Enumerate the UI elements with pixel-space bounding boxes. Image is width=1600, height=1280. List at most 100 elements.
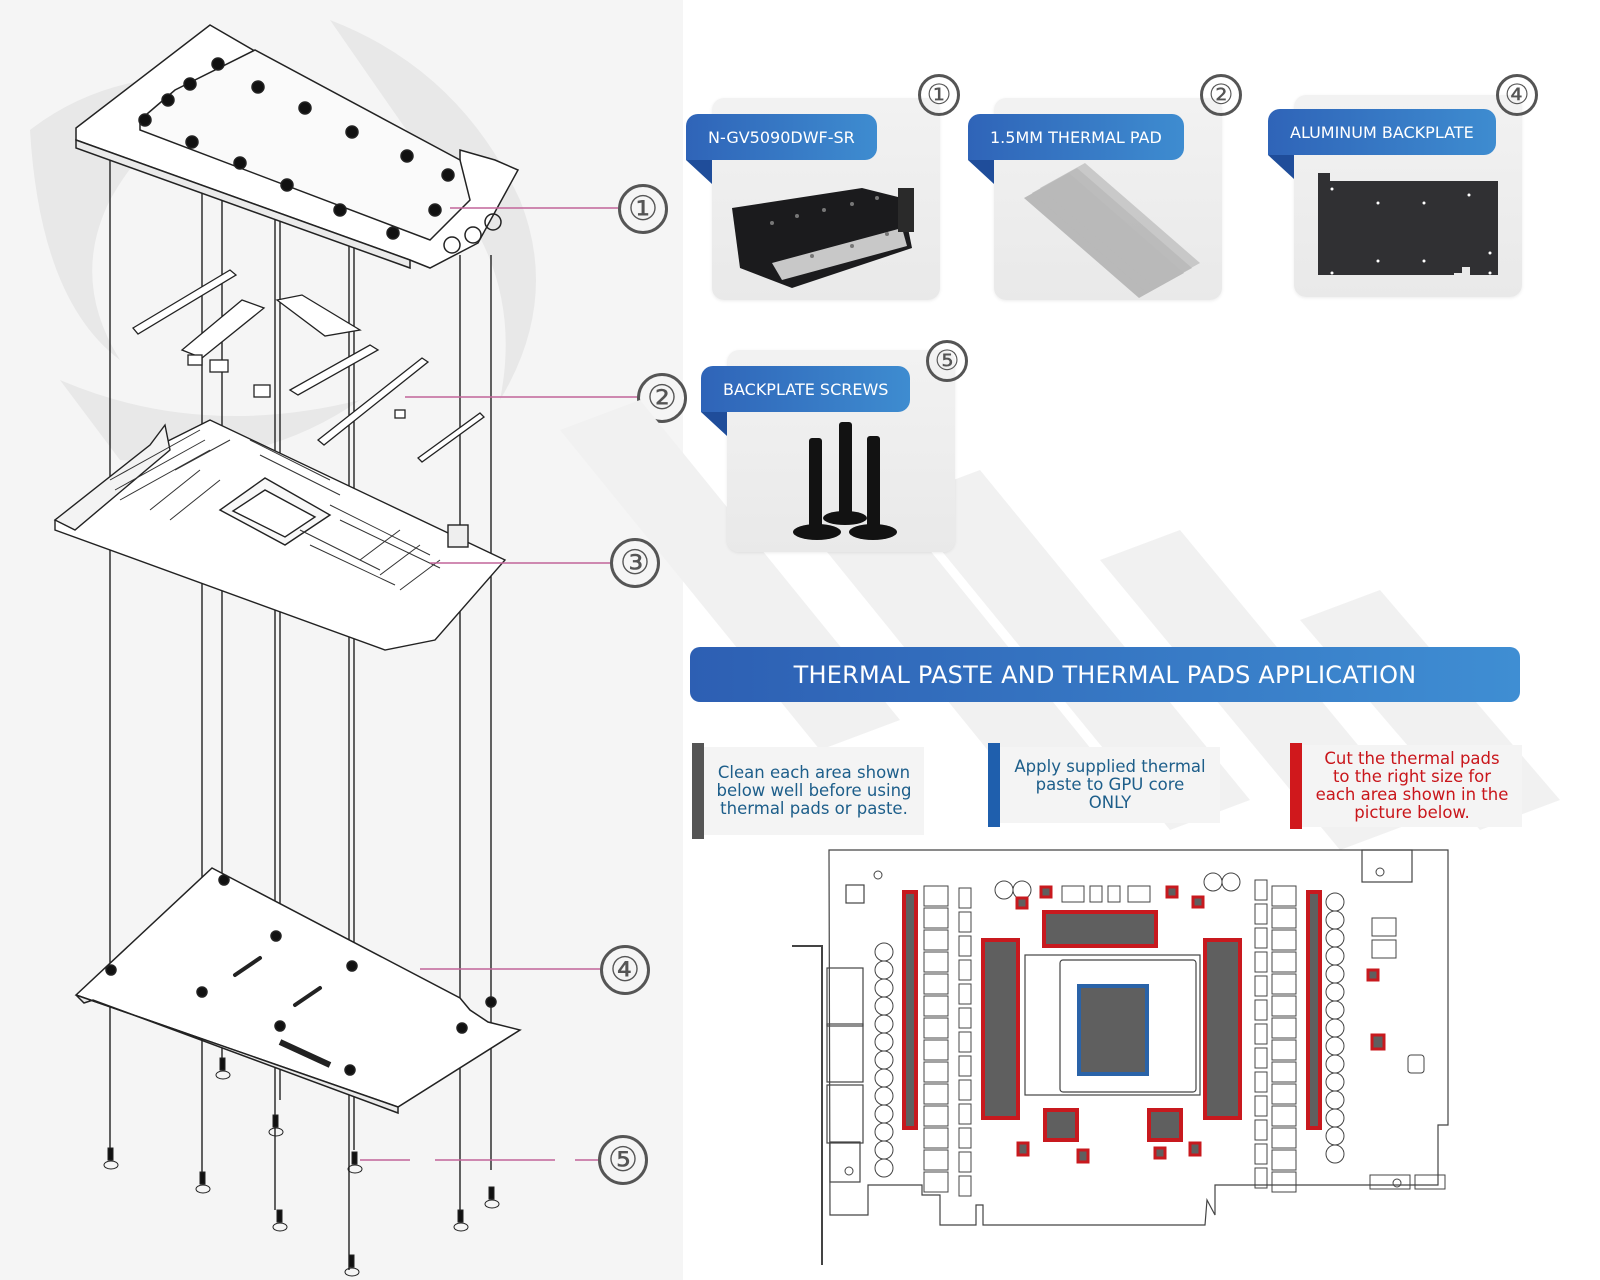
- screw: [347, 1151, 363, 1174]
- component: [1371, 939, 1397, 959]
- mosfet: [958, 959, 972, 981]
- legend-color-bar-blue: [988, 743, 1000, 827]
- component: [1371, 917, 1397, 937]
- component: [1407, 1054, 1425, 1074]
- thermal-pad-area: [1203, 938, 1242, 1120]
- gpu-core-paste-area: [1077, 984, 1149, 1076]
- mounting-hole: [873, 870, 883, 880]
- thermal-pads-drawing: [132, 269, 485, 463]
- mosfet: [1254, 1023, 1268, 1045]
- capacitor: [874, 1032, 894, 1052]
- inductor: [923, 973, 949, 995]
- mosfet: [958, 1151, 972, 1173]
- inductor: [1271, 885, 1297, 907]
- label-fold: [686, 160, 712, 184]
- inductor: [923, 1083, 949, 1105]
- inductor: [923, 1017, 949, 1039]
- legend-clean: Clean each area shown below well before …: [692, 743, 924, 839]
- legend-paste: Apply supplied thermal paste to GPU core…: [988, 743, 1220, 827]
- small-thermal-pad-area: [1015, 896, 1029, 910]
- mosfet: [1254, 1167, 1268, 1189]
- screw: [272, 1209, 288, 1232]
- capacitor: [1325, 1126, 1345, 1146]
- mosfet: [958, 1127, 972, 1149]
- capacitor: [1325, 1090, 1345, 1110]
- mosfet: [1254, 879, 1268, 901]
- capacitor: [874, 942, 894, 962]
- small-thermal-pad-area: [1016, 1141, 1030, 1157]
- capacitor: [874, 978, 894, 998]
- small-thermal-pad-area: [1366, 968, 1380, 982]
- screw: [195, 1171, 211, 1194]
- capacitor: [1325, 928, 1345, 948]
- part-number-1: ①: [918, 74, 960, 116]
- legend-pads-text: Cut the thermal pads to the right size f…: [1302, 745, 1522, 827]
- thermal-pad-areas: [902, 885, 1386, 1164]
- screw: [268, 1114, 284, 1137]
- capacitor: [1325, 982, 1345, 1002]
- screw: [484, 1186, 500, 1209]
- backplate-drawing: [74, 867, 522, 1115]
- inductor: [923, 995, 949, 1017]
- part-label-screws: BACKPLATE SCREWS: [701, 366, 911, 412]
- inductor: [1271, 1149, 1297, 1171]
- mosfet: [958, 1103, 972, 1125]
- component: [1089, 885, 1103, 903]
- small-thermal-pad-area: [1370, 1033, 1386, 1051]
- mosfet: [1254, 999, 1268, 1021]
- part-number-5: ⑤: [926, 340, 968, 382]
- label-fold: [1268, 155, 1294, 179]
- mosfet: [1254, 903, 1268, 925]
- capacitor: [1325, 946, 1345, 966]
- inductor: [1271, 1171, 1297, 1193]
- label-fold: [701, 412, 727, 436]
- mosfet: [1254, 1143, 1268, 1165]
- capacitor: [1221, 872, 1241, 892]
- legend-pads: Cut the thermal pads to the right size f…: [1290, 743, 1522, 829]
- capacitor: [874, 1086, 894, 1106]
- mosfet: [958, 935, 972, 957]
- capacitor: [874, 1122, 894, 1142]
- inductor: [1271, 1039, 1297, 1061]
- capacitor: [874, 1140, 894, 1160]
- inductor: [1271, 929, 1297, 951]
- inductor: [923, 1105, 949, 1127]
- inductor: [1271, 995, 1297, 1017]
- component: [1107, 885, 1121, 903]
- part-label-water-block: N-GV5090DWF-SR: [686, 114, 877, 160]
- mosfet: [958, 887, 972, 909]
- inductor: [923, 1149, 949, 1171]
- mounting-hole: [1375, 867, 1385, 877]
- mosfet: [958, 983, 972, 1005]
- inductor: [1271, 1105, 1297, 1127]
- screw: [103, 1147, 119, 1170]
- inductor: [923, 1171, 949, 1193]
- screw: [215, 1057, 231, 1080]
- inductor: [923, 1127, 949, 1149]
- thermal-pad-area: [1042, 910, 1158, 948]
- capacitor: [874, 996, 894, 1016]
- pcb-components: [844, 867, 1446, 1197]
- mosfet: [958, 1079, 972, 1101]
- thermal-pad-area: [1147, 1108, 1183, 1142]
- inductor: [923, 907, 949, 929]
- capacitor: [1325, 1144, 1345, 1164]
- small-thermal-pad-area: [1153, 1146, 1167, 1160]
- capacitor: [1325, 1054, 1345, 1074]
- capacitor: [1203, 872, 1223, 892]
- component: [1414, 1174, 1446, 1190]
- thermal-pad-area: [1306, 890, 1322, 1130]
- inductor: [923, 1061, 949, 1083]
- capacitor: [1325, 1036, 1345, 1056]
- small-thermal-pad-area: [1039, 885, 1053, 899]
- capacitor: [1012, 880, 1032, 900]
- thermal-pad-area: [1043, 1108, 1079, 1142]
- capacitor: [1325, 1072, 1345, 1092]
- inductor: [923, 929, 949, 951]
- mosfet: [1254, 1095, 1268, 1117]
- water-block-photo: [732, 188, 914, 288]
- mosfet: [1254, 951, 1268, 973]
- backplate-photo: [1318, 173, 1498, 275]
- screw: [344, 1254, 360, 1277]
- capacitor: [1325, 964, 1345, 984]
